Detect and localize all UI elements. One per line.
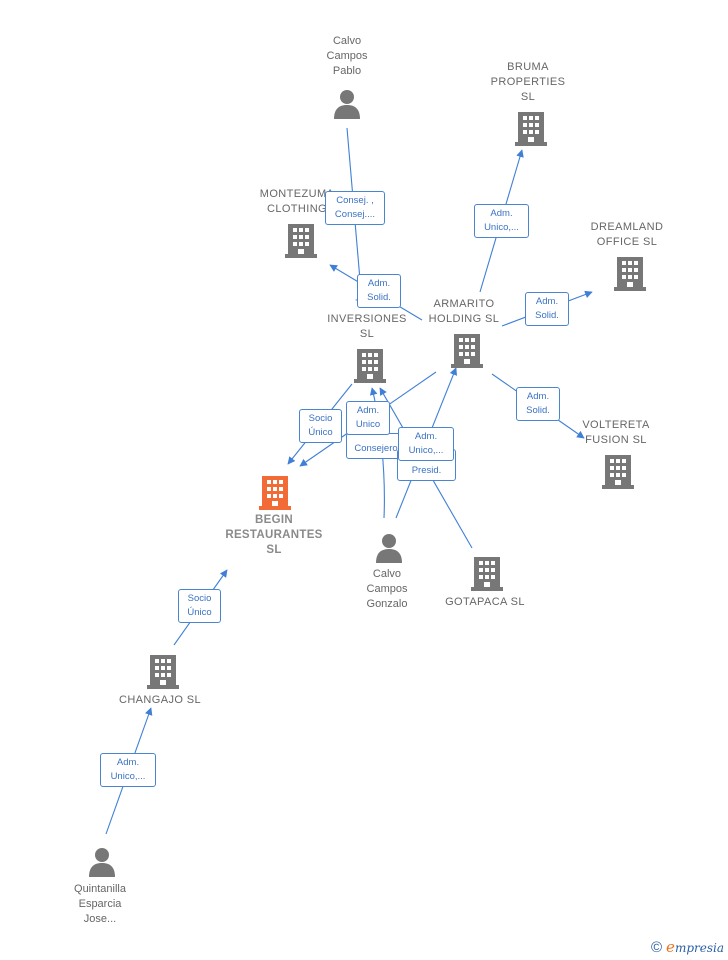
relation-label-armarito-voltereta[interactable]: Adm. Solid. (516, 387, 560, 421)
node-voltereta-fusion[interactable]: VOLTERETA FUSION SL (582, 419, 650, 446)
node-changajo[interactable]: CHANGAJO SL (118, 694, 202, 706)
relation-label-pablo-montezuma[interactable]: Consej. , Consej.... (325, 191, 385, 225)
building-icon[interactable] (614, 255, 646, 291)
relation-label-gonzalo-armarito[interactable]: Adm. Unico,... (398, 427, 454, 461)
building-icon[interactable] (471, 555, 503, 591)
relation-label-tra-begin[interactable]: Socio Único (299, 409, 342, 443)
node-bruma-properties[interactable]: BRUMA PROPERTIES SL (490, 61, 566, 103)
building-icon[interactable] (602, 453, 634, 489)
node-armarito-holding[interactable]: ARMARITO HOLDING SL (428, 298, 500, 325)
node-calvo-campos-gonzalo[interactable]: Calvo Campos Gonzalo (366, 568, 408, 610)
copyright-symbol: © (650, 938, 663, 956)
node-calvo-campos-pablo[interactable]: Calvo Campos Pablo (326, 35, 368, 77)
node-begin-restaurantes[interactable]: BEGIN RESTAURANTES SL (225, 514, 323, 556)
relation-label-changajo-begin[interactable]: Socio Único (178, 589, 221, 623)
building-icon[interactable] (354, 347, 386, 383)
node-dreamland-office[interactable]: DREAMLAND OFFICE SL (590, 221, 664, 248)
building-icon-highlighted[interactable] (259, 474, 291, 510)
person-icon[interactable] (333, 89, 361, 119)
building-icon[interactable] (285, 222, 317, 258)
relation-label-quintanilla-changajo[interactable]: Adm. Unico,... (100, 753, 156, 787)
person-icon[interactable] (88, 847, 116, 877)
brand-footer[interactable]: © empresia (651, 938, 724, 956)
relation-label-gonzalo-tra[interactable]: Consejero (346, 433, 406, 459)
node-gotapaca[interactable]: GOTAPACA SL (445, 596, 525, 608)
building-icon[interactable] (451, 332, 483, 368)
relation-label-pablo-tra[interactable]: Adm. Solid. (357, 274, 401, 308)
relation-label-armarito-dreamland[interactable]: Adm. Solid. (525, 292, 569, 326)
relation-label-armarito-bruma[interactable]: Adm. Unico,... (474, 204, 529, 238)
building-icon[interactable] (147, 653, 179, 689)
brand-logo: empresia (666, 938, 724, 956)
building-icon[interactable] (515, 110, 547, 146)
relation-label-armarito-begin[interactable]: Adm. Unico (346, 401, 390, 435)
node-montezuma-clothing[interactable]: MONTEZUMA CLOTHING (259, 188, 335, 215)
person-icon[interactable] (375, 533, 403, 563)
node-quintanilla-esparcia-jose[interactable]: Quintanilla Esparcia Jose... (74, 883, 126, 925)
